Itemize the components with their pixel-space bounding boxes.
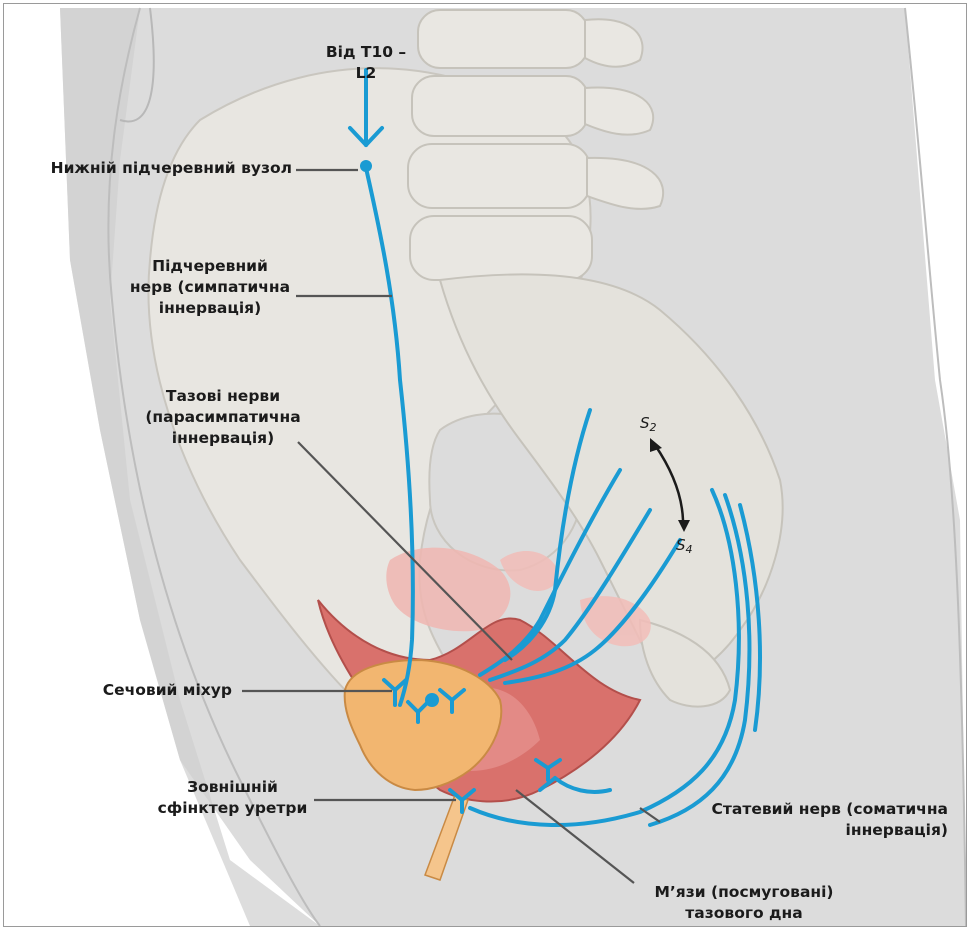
inferior-hypogastric-node-label: Нижній підчеревний вузол	[10, 158, 292, 179]
inferior-hypogastric-node-dot	[360, 160, 372, 172]
hypogastric-nerve-label: Підчеревний нерв (симпатична іннервація)	[125, 256, 295, 319]
bladder-label: Сечовий міхур	[20, 680, 232, 701]
sacral-s2-label: S2	[640, 414, 657, 434]
pelvic-floor-muscles-label: М’язи (посмуговані) тазового дна	[624, 882, 864, 924]
pelvic-nerves-label: Тазові нерви (парасимпатична іннервація)	[143, 386, 303, 449]
external-sphincter-label: Зовнішній сфінктер уретри	[155, 777, 310, 819]
pudendal-nerve-label: Статевий нерв (соматична іннервація)	[662, 799, 948, 841]
source-label: Від T10 – L2	[318, 42, 414, 84]
sacral-s4-label: S4	[676, 536, 693, 556]
